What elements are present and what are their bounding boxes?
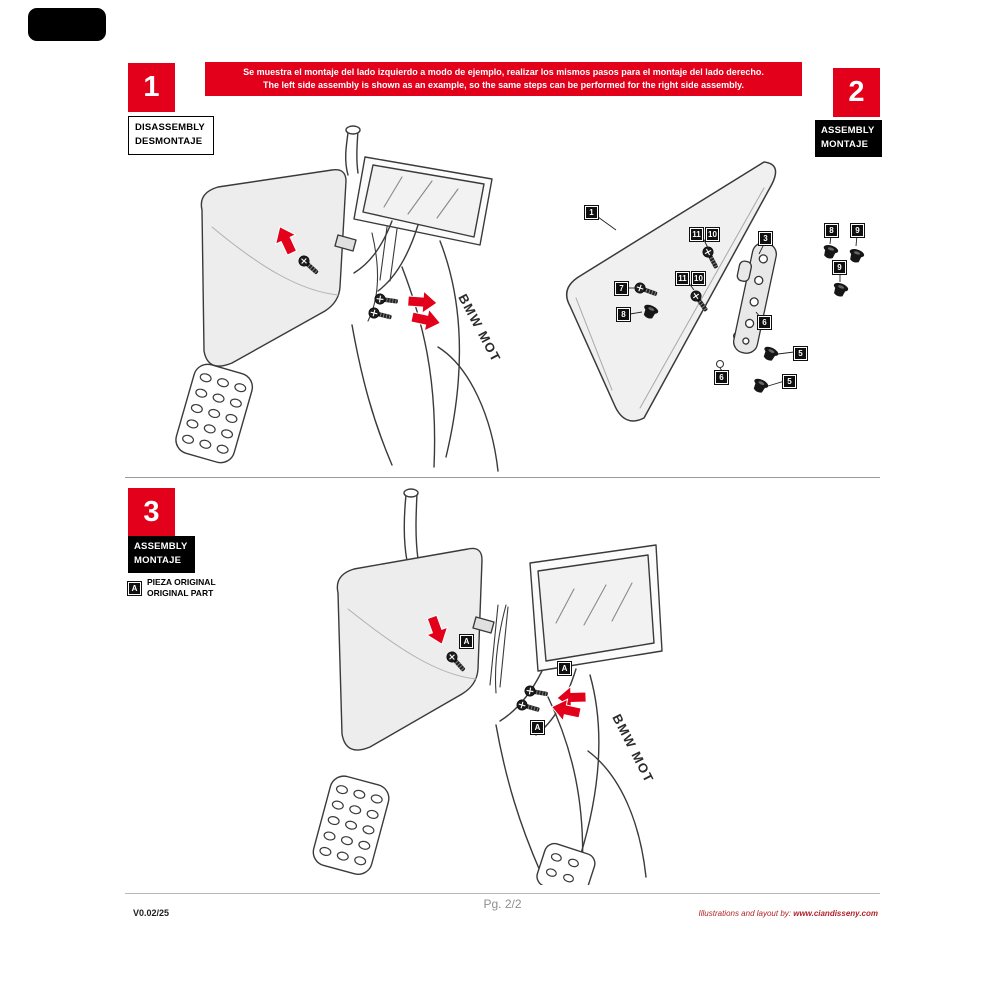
step-1-number-badge: 1 [128, 63, 175, 112]
disassembly-drawing: BMW MOT [175, 125, 504, 472]
illustration-disassembly: BMW MOT [140, 115, 540, 473]
page-number: Pg. 2/2 [483, 897, 522, 911]
callout-a: A [459, 634, 474, 649]
illustration-assembly-exploded: 1 11 10 3 8 9 7 11 10 8 9 6 5 6 5 [540, 140, 925, 445]
section-divider [125, 477, 880, 478]
legend-line-es: PIEZA ORIGINAL [147, 577, 216, 587]
step-2-label: ASSEMBLY MONTAJE [815, 120, 882, 157]
legend-line-en: ORIGINAL PART [147, 588, 214, 599]
step-2-number: 2 [848, 76, 865, 108]
assembly-exploded-drawing [565, 161, 866, 422]
callout-9: 9 [850, 223, 865, 238]
original-part-legend: A PIEZA ORIGINAL ORIGINAL PART [127, 577, 216, 600]
callout-11: 11 [689, 227, 704, 242]
credit-prefix: Illustrations and layout by: [698, 909, 794, 918]
callout-8: 8 [616, 307, 631, 322]
screw-icon [515, 698, 542, 716]
callout-10: 10 [705, 227, 720, 242]
callout-5: 5 [793, 346, 808, 361]
credit-site: www.ciandisseny.com [793, 909, 878, 918]
step-1-label: DISASSEMBLY DESMONTAJE [128, 116, 214, 155]
credit-line: Illustrations and layout by: www.ciandis… [699, 909, 879, 918]
screw-icon [367, 306, 394, 323]
banner-line-en: The left side assembly is shown as an ex… [263, 80, 744, 90]
step-2-label-es: MONTAJE [821, 139, 869, 151]
footpeg-pad [312, 775, 390, 875]
screw-icon [373, 292, 400, 308]
callout-11: 11 [675, 271, 690, 286]
legend-a-marker: A [127, 580, 142, 596]
mounting-bracket [733, 242, 777, 354]
callout-a: A [530, 720, 545, 735]
callout-1: 1 [584, 205, 599, 220]
grommet-icon [750, 376, 770, 396]
footer-divider [125, 893, 880, 894]
step-3-number: 3 [143, 496, 160, 528]
callout-a: A [557, 661, 572, 676]
callout-leader-lines [597, 216, 858, 387]
assembly-final-drawing: BMW MOT [312, 488, 663, 885]
grommet-icon [760, 344, 780, 364]
screw-icon [523, 684, 550, 700]
version-label: V0.02/25 [133, 908, 170, 918]
callout-6: 6 [714, 370, 729, 385]
grommet-icon [820, 243, 840, 261]
logo-placeholder [28, 8, 106, 41]
callout-7: 7 [614, 281, 629, 296]
step-3-label-en: ASSEMBLY [134, 541, 188, 552]
illustration-assembly-final: BMW MOT A A A [290, 485, 690, 885]
step-1-number: 1 [143, 71, 160, 103]
step-1-label-en: DISASSEMBLY [135, 122, 205, 133]
step-3-number-badge: 3 [128, 488, 175, 537]
step-3-label: ASSEMBLY MONTAJE [128, 536, 195, 573]
footpeg-pad [175, 363, 254, 464]
grommet-icon [846, 247, 866, 265]
callout-5: 5 [782, 374, 797, 389]
grommet-icon [830, 281, 850, 299]
footpeg-pad-partial [536, 842, 596, 885]
tank-decal-text: BMW MOT [455, 291, 504, 365]
step-1-label-es: DESMONTAJE [135, 136, 203, 148]
callout-8: 8 [824, 223, 839, 238]
instruction-banner: Se muestra el montaje del lado izquierdo… [205, 62, 802, 96]
callout-10: 10 [691, 271, 706, 286]
callout-6: 6 [757, 315, 772, 330]
callout-9: 9 [832, 260, 847, 275]
step-3-label-es: MONTAJE [134, 555, 182, 567]
banner-line-es: Se muestra el montaje del lado izquierdo… [243, 66, 764, 77]
tank-decal-text: BMW MOT [609, 712, 657, 786]
step-2-label-en: ASSEMBLY [821, 125, 875, 136]
callout-3: 3 [758, 231, 773, 246]
step-2-number-badge: 2 [833, 68, 880, 117]
